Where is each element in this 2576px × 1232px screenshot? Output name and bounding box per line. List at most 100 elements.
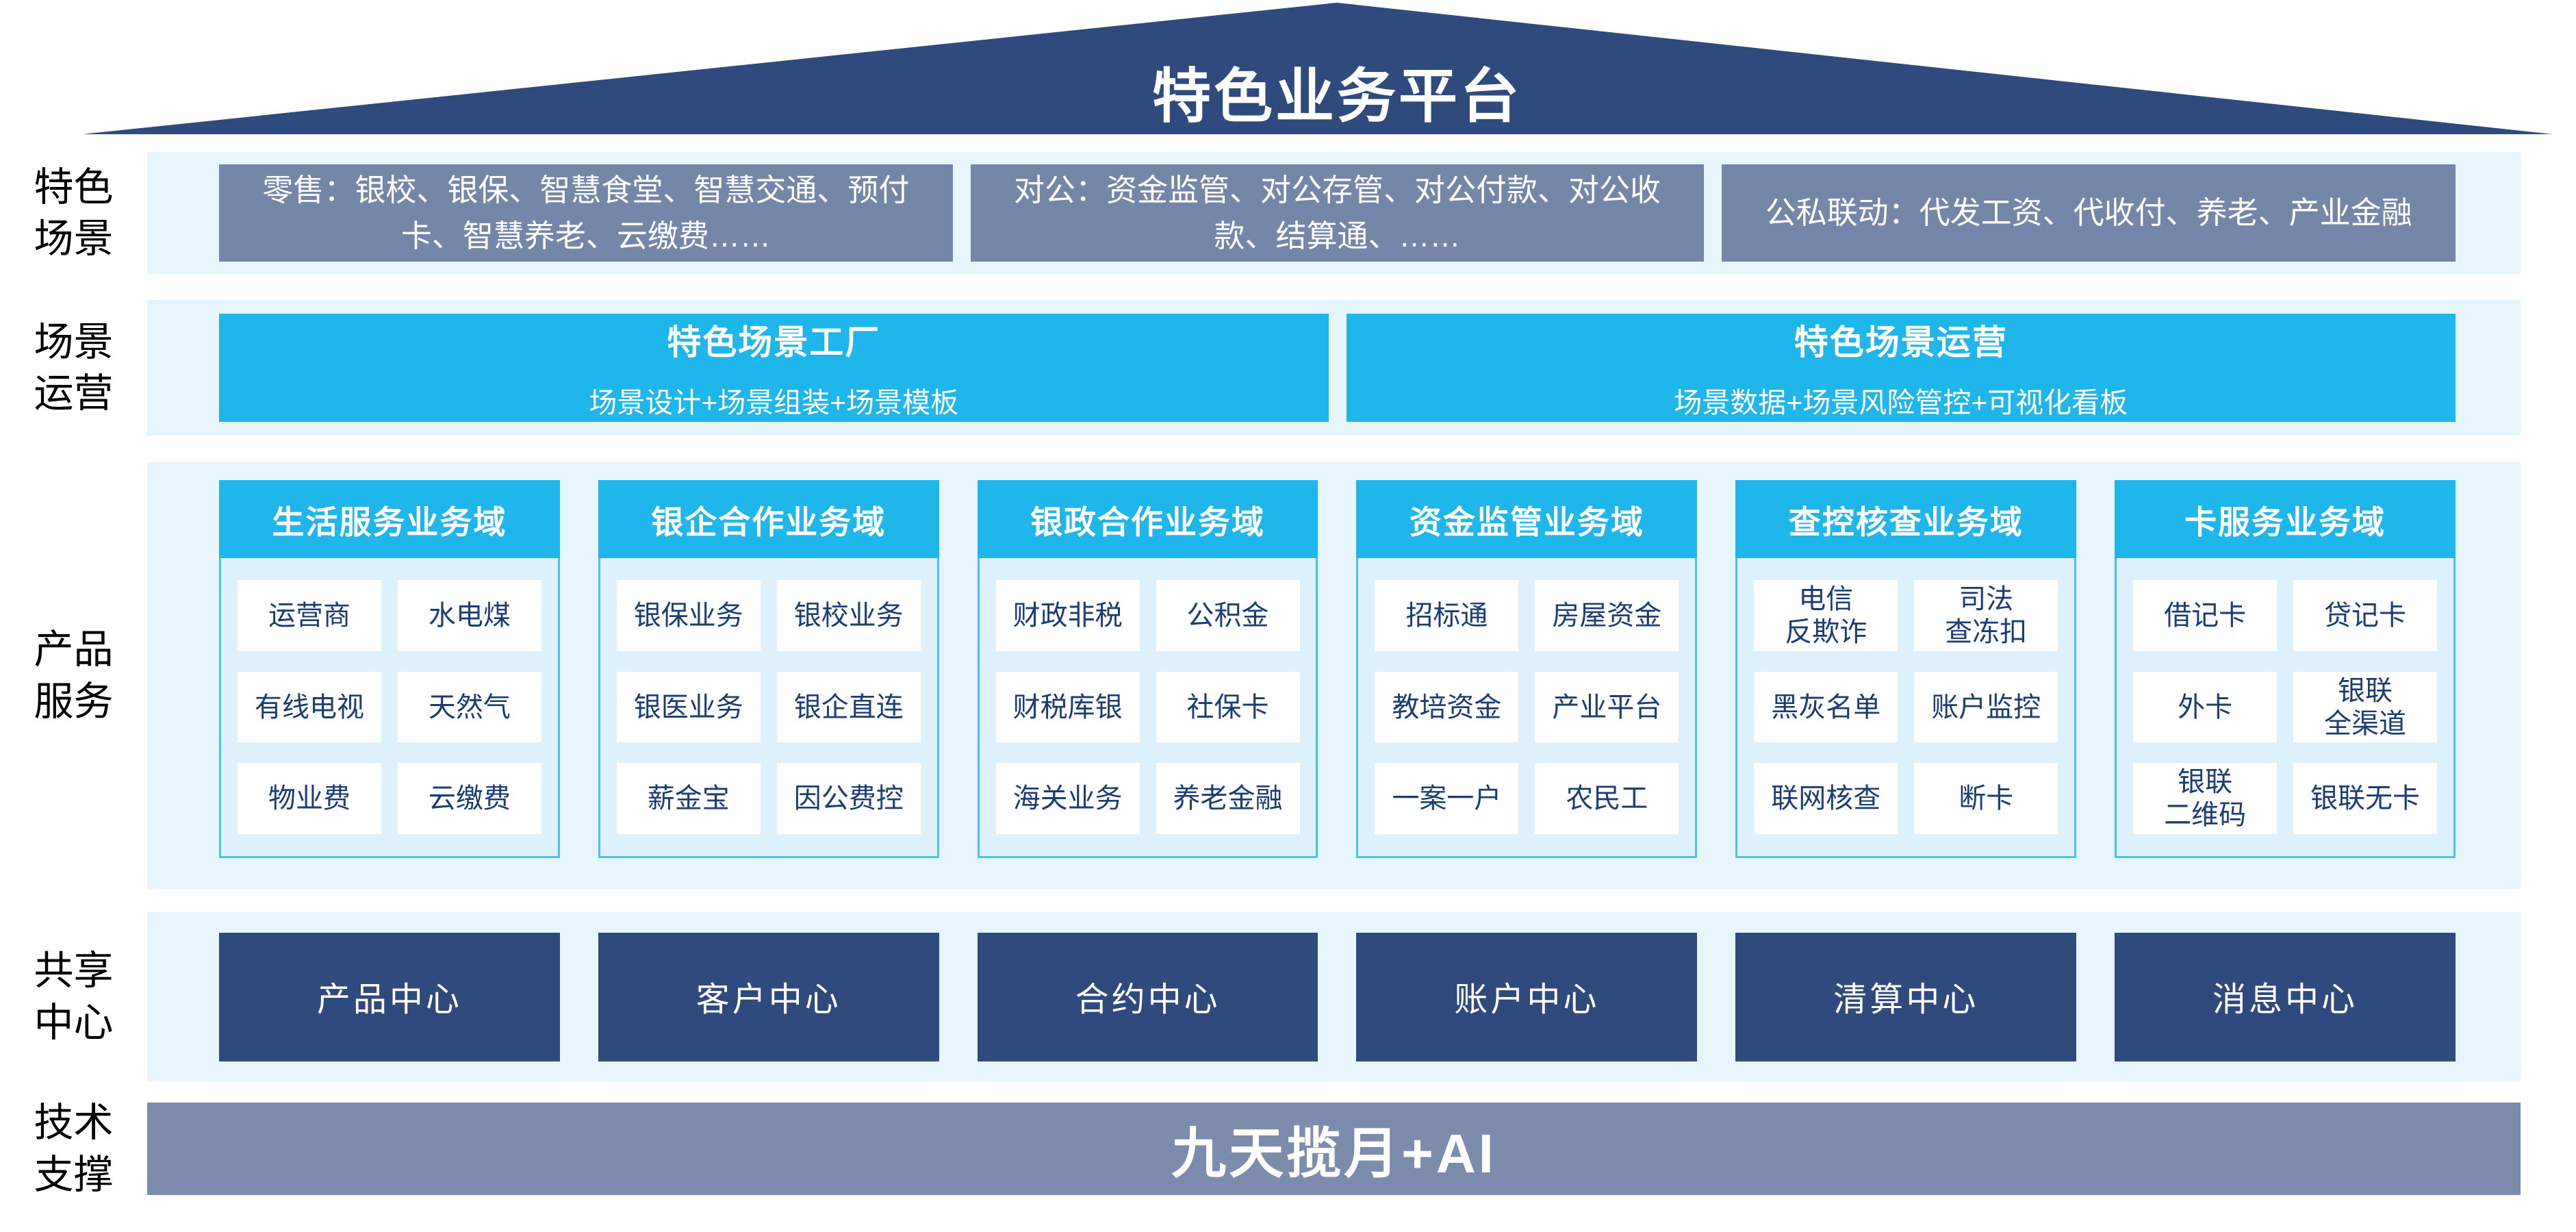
cell-row: 外卡 银联 全渠道 [2133,671,2437,743]
scene-box-public-private: 公私联动：代发工资、代收付、养老、产业金融 [1722,164,2456,262]
product-cell: 断卡 [1914,763,2058,835]
product-cell: 海关业务 [995,763,1140,835]
cell-row: 借记卡 贷记卡 [2133,580,2437,651]
center-box-clearing: 清算中心 [1735,932,2077,1061]
product-cell: 司法 查冻扣 [1914,580,2058,651]
cell-row: 电信 反欺诈 司法 查冻扣 [1754,580,2058,651]
product-cell: 银联 二维码 [2133,763,2278,835]
product-cell: 物业费 [238,763,381,835]
product-services-band: 生活服务业务域 运营商 水电煤 有线电视 天然气 物业费 云缴费 [147,462,2521,889]
product-cell: 公积金 [1156,580,1300,651]
product-cell: 天然气 [397,671,541,743]
product-cell: 电信 反欺诈 [1754,580,1898,651]
product-cell: 黑灰名单 [1754,671,1898,743]
product-column-life-services: 生活服务业务域 运营商 水电煤 有线电视 天然气 物业费 云缴费 [219,480,560,858]
center-box-product: 产品中心 [219,932,560,1061]
row-label-shared-centers: 共享 中心 [34,948,114,1045]
cell-row: 一案一户 农民工 [1375,763,1679,835]
product-column-bank-government: 银政合作业务域 财政非税 公积金 财税库银 社保卡 海关业务 养老金融 [977,480,1318,858]
row-featured-scenes: 特色 场景 零售：银校、银保、智慧食堂、智慧交通、预付卡、智慧养老、云缴费…… … [0,152,2576,274]
product-cell: 借记卡 [2133,580,2278,651]
product-cell: 银联 全渠道 [2293,671,2437,743]
row-shared-centers: 共享 中心 产品中心 客户中心 合约中心 账户中心 清算中心 消息中心 [0,912,2576,1081]
product-cell: 产业平台 [1535,671,1679,743]
row-label-tech-support: 技术 支撑 [34,1101,114,1197]
scene-factory-title: 特色场景工厂 [667,323,881,362]
scene-factory-subtitle: 场景设计+场景组装+场景模板 [589,387,959,418]
tech-support-bar: 九天揽月+AI [147,1103,2521,1195]
center-box-account: 账户中心 [1356,932,1698,1061]
cell-row: 黑灰名单 账户监控 [1754,671,2058,743]
product-cell: 招标通 [1375,580,1519,651]
column-header: 卡服务业务域 [2115,480,2456,558]
product-cell: 运营商 [238,580,381,651]
scene-operation-band: 特色场景工厂 场景设计+场景组装+场景模板 特色场景运营 场景数据+场景风险管控… [147,300,2521,436]
product-cell: 联网核查 [1754,763,1898,835]
product-column-bank-enterprise: 银企合作业务域 银保业务 银校业务 银医业务 银企直连 薪金宝 因公费控 [598,480,939,858]
column-header: 查控核查业务域 [1735,480,2077,558]
scene-operation-subtitle: 场景数据+场景风险管控+可视化看板 [1674,387,2128,418]
product-column-card-services: 卡服务业务域 借记卡 贷记卡 外卡 银联 全渠道 银联 二维码 银联无卡 [2115,480,2456,858]
center-box-contract: 合约中心 [977,932,1318,1061]
shared-centers-band: 产品中心 客户中心 合约中心 账户中心 清算中心 消息中心 [147,912,2521,1081]
product-cell: 外卡 [2133,671,2278,743]
cell-row: 财政非税 公积金 [995,580,1300,651]
product-cell: 银企直连 [776,671,921,743]
product-cell: 农民工 [1535,763,1679,835]
product-cell: 社保卡 [1156,671,1300,743]
product-cell: 有线电视 [238,671,381,743]
row-scene-operation: 场景 运营 特色场景工厂 场景设计+场景组装+场景模板 特色场景运营 场景数据+… [0,300,2576,436]
product-cell: 水电煤 [397,580,541,651]
column-header: 资金监管业务域 [1356,480,1698,558]
cell-row: 联网核查 断卡 [1754,763,2058,835]
cell-row: 银医业务 银企直连 [616,671,921,743]
product-cell: 银医业务 [616,671,761,743]
product-cell: 云缴费 [397,763,541,835]
scene-box-retail: 零售：银校、银保、智慧食堂、智慧交通、预付卡、智慧养老、云缴费…… [219,164,953,262]
column-header: 生活服务业务域 [219,480,560,558]
column-body: 招标通 房屋资金 教培资金 产业平台 一案一户 农民工 [1356,558,1698,858]
product-column-fund-supervision: 资金监管业务域 招标通 房屋资金 教培资金 产业平台 一案一户 农民工 [1356,480,1698,858]
cell-row: 教培资金 产业平台 [1375,671,1679,743]
product-cell: 银保业务 [616,580,761,651]
row-label-product-services: 产品 服务 [34,627,114,724]
tech-support-bar-text: 九天揽月+AI [1171,1122,1496,1184]
product-cell: 一案一户 [1375,763,1519,835]
column-body: 借记卡 贷记卡 外卡 银联 全渠道 银联 二维码 银联无卡 [2115,558,2456,858]
cell-row: 财税库银 社保卡 [995,671,1300,743]
cell-row: 银联 二维码 银联无卡 [2133,763,2437,835]
product-column-inquiry-control: 查控核查业务域 电信 反欺诈 司法 查冻扣 黑灰名单 账户监控 联网核查 断卡 [1735,480,2077,858]
row-label-featured-scenes: 特色 场景 [34,164,114,261]
diagram-rows: 特色 场景 零售：银校、银保、智慧食堂、智慧交通、预付卡、智慧养老、云缴费…… … [0,152,2576,1197]
product-cell: 银校业务 [776,580,921,651]
cell-row: 运营商 水电煤 [238,580,541,651]
scene-operation-box: 特色场景运营 场景数据+场景风险管控+可视化看板 [1346,314,2456,422]
featured-scenes-band: 零售：银校、银保、智慧食堂、智慧交通、预付卡、智慧养老、云缴费…… 对公：资金监… [147,152,2521,274]
product-cell: 财税库银 [995,671,1140,743]
center-box-customer: 客户中心 [598,932,939,1061]
scene-factory-box: 特色场景工厂 场景设计+场景组装+场景模板 [219,314,1329,422]
cell-row: 物业费 云缴费 [238,763,541,835]
column-body: 财政非税 公积金 财税库银 社保卡 海关业务 养老金融 [977,558,1318,858]
column-body: 运营商 水电煤 有线电视 天然气 物业费 云缴费 [219,558,560,858]
cell-row: 海关业务 养老金融 [995,763,1300,835]
cell-row: 有线电视 天然气 [238,671,541,743]
column-body: 银保业务 银校业务 银医业务 银企直连 薪金宝 因公费控 [598,558,939,858]
row-product-services: 产品 服务 生活服务业务域 运营商 水电煤 有线电视 天然气 [0,462,2576,889]
center-box-message: 消息中心 [2115,932,2456,1061]
product-cell: 教培资金 [1375,671,1519,743]
row-tech-support: 技术 支撑 九天揽月+AI [0,1101,2576,1197]
product-cell: 贷记卡 [2293,580,2437,651]
product-cell: 养老金融 [1156,763,1300,835]
cell-row: 招标通 房屋资金 [1375,580,1679,651]
scene-box-corporate: 对公：资金监管、对公存管、对公付款、对公收款、结算通、…… [970,164,1705,262]
product-cell: 因公费控 [776,763,921,835]
column-body: 电信 反欺诈 司法 查冻扣 黑灰名单 账户监控 联网核查 断卡 [1735,558,2077,858]
cell-row: 银保业务 银校业务 [616,580,921,651]
product-cell: 账户监控 [1914,671,2058,743]
product-cell: 房屋资金 [1535,580,1679,651]
column-header: 银企合作业务域 [598,480,939,558]
row-label-scene-operation: 场景 运营 [34,319,114,416]
product-cell: 财政非税 [995,580,1140,651]
